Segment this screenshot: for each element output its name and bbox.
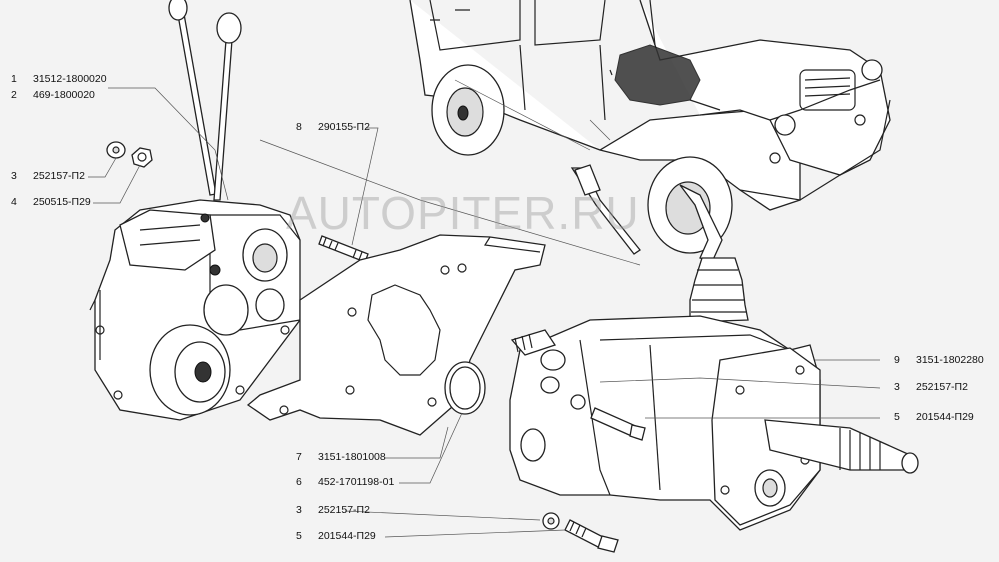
callout-part-number: 252157-П2 — [916, 381, 968, 393]
callout-part-number: 290155-П2 — [318, 121, 370, 133]
callout-part-number: 3151-1802280 — [916, 354, 984, 366]
nut-part — [131, 147, 153, 168]
watermark-text: AUTOPITER.RU — [286, 187, 640, 239]
callout-part-number: 3151-1801008 — [318, 451, 386, 463]
callout-number: 3 — [894, 381, 900, 393]
callout-number: 3 — [296, 504, 302, 516]
callout-number: 8 — [296, 121, 302, 133]
callout-5-bottom: 5 201544-П29 — [296, 530, 376, 542]
callout-3: 3 252157-П2 — [11, 170, 85, 182]
transfer-case-illustration — [89, 0, 301, 421]
callout-number: 1 — [11, 73, 17, 85]
callout-part-number: 250515-П29 — [33, 196, 91, 208]
callout-number: 6 — [296, 476, 302, 488]
callout-part-number: 252157-П2 — [318, 504, 370, 516]
callout-number: 4 — [11, 196, 17, 208]
callout-1: 1 31512-1800020 — [11, 73, 107, 85]
callout-number: 5 — [296, 530, 302, 542]
callout-number: 7 — [296, 451, 302, 463]
callout-part-number: 201544-П29 — [916, 411, 974, 423]
callout-number: 5 — [894, 411, 900, 423]
callout-part-number: 201544-П29 — [318, 530, 376, 542]
callout-number: 9 — [894, 354, 900, 366]
callout-6: 6 452-1701198-01 — [296, 476, 394, 488]
callout-part-number: 31512-1800020 — [33, 73, 107, 85]
callout-4: 4 250515-П29 — [11, 196, 91, 208]
callout-number: 3 — [11, 170, 17, 182]
gearbox-illustration — [509, 164, 919, 531]
callout-7: 7 3151-1801008 — [296, 451, 386, 463]
callout-3-right: 3 252157-П2 — [894, 381, 968, 393]
callout-9: 9 3151-1802280 — [894, 354, 984, 366]
callout-number: 2 — [11, 89, 17, 101]
leader-lines — [88, 79, 881, 538]
callout-part-number: 469-1800020 — [33, 89, 95, 101]
callout-5-right: 5 201544-П29 — [894, 411, 974, 423]
callout-2: 2 469-1800020 — [11, 89, 95, 101]
callout-3-bottom: 3 252157-П2 — [296, 504, 370, 516]
callout-part-number: 452-1701198-01 — [318, 476, 395, 488]
callout-part-number: 252157-П2 — [33, 170, 85, 182]
callout-8: 8 290155-П2 — [296, 121, 370, 133]
